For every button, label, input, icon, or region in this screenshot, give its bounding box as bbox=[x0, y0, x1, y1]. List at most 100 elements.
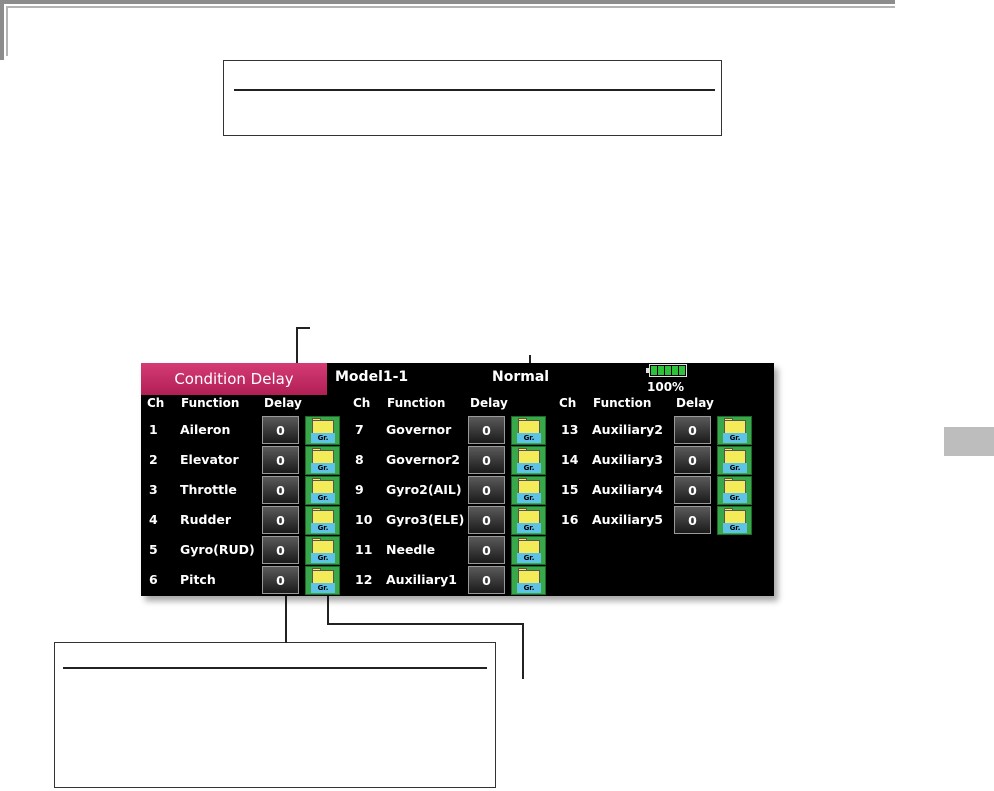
channel-function: Auxiliary2 bbox=[592, 422, 663, 437]
leader-group-vertical-b bbox=[522, 623, 524, 679]
folder-icon bbox=[518, 420, 540, 434]
group-button[interactable]: Gr. bbox=[717, 476, 752, 505]
screen-title[interactable]: Condition Delay bbox=[141, 363, 327, 395]
battery-tip bbox=[646, 368, 649, 373]
group-button[interactable]: Gr. bbox=[511, 446, 546, 475]
channel-function: Governor2 bbox=[386, 452, 460, 467]
leader-delay-vertical bbox=[285, 594, 287, 643]
folder-icon bbox=[312, 510, 334, 524]
group-button[interactable]: Gr. bbox=[305, 476, 340, 505]
channel-function: Auxiliary5 bbox=[592, 512, 663, 527]
channel-function: Gyro(RUD) bbox=[180, 542, 255, 557]
left-rule-inner bbox=[6, 6, 8, 56]
delay-value-button[interactable]: 0 bbox=[468, 566, 505, 594]
channel-number: 8 bbox=[355, 452, 364, 467]
folder-icon bbox=[724, 510, 746, 524]
delay-value-button[interactable]: 0 bbox=[468, 416, 505, 444]
delay-value-button[interactable]: 0 bbox=[674, 506, 711, 534]
group-button[interactable]: Gr. bbox=[511, 506, 546, 535]
group-button[interactable]: Gr. bbox=[511, 416, 546, 445]
channel-function: Auxiliary1 bbox=[386, 572, 457, 587]
channel-number: 15 bbox=[561, 482, 579, 497]
channel-number: 6 bbox=[149, 572, 158, 587]
group-button[interactable]: Gr. bbox=[511, 566, 546, 595]
delay-value-button[interactable]: 0 bbox=[468, 476, 505, 504]
group-label: Gr. bbox=[311, 463, 335, 473]
condition-delay-screen: Condition Delay Model1-1 Normal 100% Ch … bbox=[141, 363, 774, 596]
group-button[interactable]: Gr. bbox=[305, 446, 340, 475]
folder-icon bbox=[724, 450, 746, 464]
top-callout-underline bbox=[234, 89, 715, 91]
group-button[interactable]: Gr. bbox=[305, 506, 340, 535]
group-label: Gr. bbox=[311, 583, 335, 593]
folder-icon bbox=[312, 540, 334, 554]
channel-number: 16 bbox=[561, 512, 579, 527]
battery-cell bbox=[658, 366, 664, 375]
group-button[interactable]: Gr. bbox=[717, 506, 752, 535]
col3-function-header: Function bbox=[593, 396, 652, 410]
delay-value-button[interactable]: 0 bbox=[262, 536, 299, 564]
col1-ch-header: Ch bbox=[147, 396, 165, 410]
group-button[interactable]: Gr. bbox=[305, 416, 340, 445]
channel-number: 7 bbox=[355, 422, 364, 437]
channel-number: 13 bbox=[561, 422, 579, 437]
channel-function: Governor bbox=[386, 422, 452, 437]
col3-delay-header: Delay bbox=[676, 396, 714, 410]
leader-title bbox=[296, 327, 310, 329]
delay-value-button[interactable]: 0 bbox=[674, 416, 711, 444]
delay-value-button[interactable]: 0 bbox=[674, 476, 711, 504]
col2-ch-header: Ch bbox=[353, 396, 371, 410]
folder-icon bbox=[312, 450, 334, 464]
delay-value-button[interactable]: 0 bbox=[262, 566, 299, 594]
col1-delay-header: Delay bbox=[264, 396, 302, 410]
delay-value-button[interactable]: 0 bbox=[674, 446, 711, 474]
side-index-tab bbox=[944, 427, 994, 456]
folder-icon bbox=[312, 480, 334, 494]
channel-function: Gyro2(AIL) bbox=[386, 482, 462, 497]
model-name: Model1-1 bbox=[335, 369, 409, 385]
group-button[interactable]: Gr. bbox=[717, 416, 752, 445]
group-label: Gr. bbox=[517, 553, 541, 563]
group-button[interactable]: Gr. bbox=[305, 566, 340, 595]
delay-value-button[interactable]: 0 bbox=[262, 506, 299, 534]
group-label: Gr. bbox=[517, 463, 541, 473]
group-button[interactable]: Gr. bbox=[717, 446, 752, 475]
group-label: Gr. bbox=[311, 553, 335, 563]
group-button[interactable]: Gr. bbox=[305, 536, 340, 565]
group-button[interactable]: Gr. bbox=[511, 476, 546, 505]
delay-value-button[interactable]: 0 bbox=[262, 476, 299, 504]
delay-value-button[interactable]: 0 bbox=[262, 416, 299, 444]
channel-function: Pitch bbox=[180, 572, 216, 587]
battery-cell bbox=[672, 366, 678, 375]
battery-icon bbox=[649, 364, 687, 377]
top-rule bbox=[0, 0, 895, 4]
group-label: Gr. bbox=[723, 523, 747, 533]
delay-value-button[interactable]: 0 bbox=[468, 446, 505, 474]
group-label: Gr. bbox=[723, 493, 747, 503]
delay-value-button[interactable]: 0 bbox=[468, 506, 505, 534]
delay-value-button[interactable]: 0 bbox=[262, 446, 299, 474]
group-label: Gr. bbox=[311, 523, 335, 533]
folder-icon-tab bbox=[724, 448, 733, 451]
battery-cell bbox=[665, 366, 671, 375]
channel-number: 11 bbox=[355, 542, 373, 557]
folder-icon bbox=[518, 510, 540, 524]
delay-value-button[interactable]: 0 bbox=[468, 536, 505, 564]
folder-icon-tab bbox=[518, 448, 527, 451]
channel-number: 9 bbox=[355, 482, 364, 497]
group-button[interactable]: Gr. bbox=[511, 536, 546, 565]
folder-icon bbox=[312, 570, 334, 584]
group-label: Gr. bbox=[517, 433, 541, 443]
battery-cell bbox=[679, 366, 685, 375]
